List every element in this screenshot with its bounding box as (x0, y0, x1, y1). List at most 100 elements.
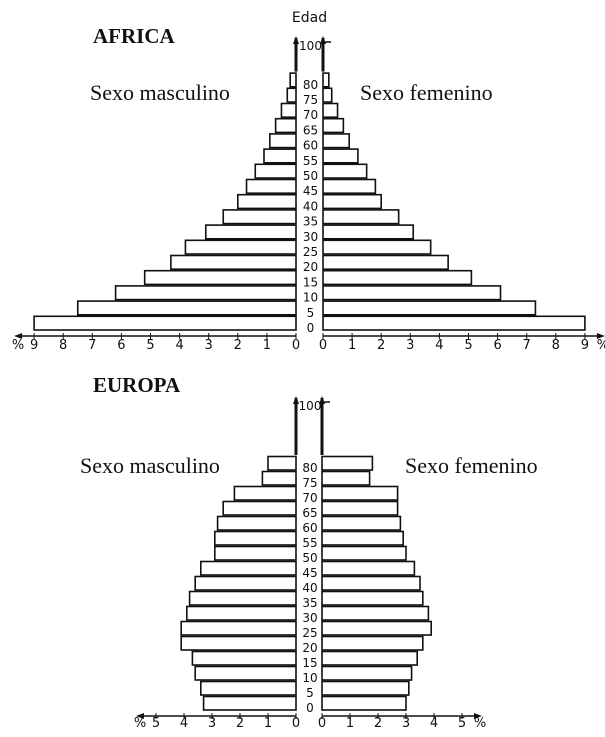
chart-1-tick-left-6: 6 (117, 338, 125, 353)
chart-1-male-bar-40-44 (237, 193, 297, 210)
chart-1-male-bar-65-69 (274, 117, 297, 134)
chart-1-left-label: Sexo masculino (90, 80, 230, 105)
chart-1-age-tick-55: 55 (303, 154, 318, 168)
chart-2-female-bar-25-29 (321, 620, 432, 636)
chart-1-age-tick-20: 20 (303, 260, 318, 274)
chart-2-tick-left-3: 3 (208, 716, 216, 731)
chart-1-female-bar-20-24 (322, 254, 449, 270)
chart-2-age-tick-20: 20 (302, 641, 317, 655)
chart-1-age-tick-65: 65 (303, 123, 318, 137)
chart-1-x-arrow-right (596, 333, 605, 339)
chart-1-male-bar-70-74 (280, 102, 297, 118)
chart-1-age-tick-40: 40 (303, 199, 318, 213)
chart-2-left-label: Sexo masculino (80, 453, 220, 478)
chart-2-tick-left-1: 1 (264, 716, 272, 731)
chart-2-male-bar-60-64 (216, 515, 297, 531)
chart-1-male-bar-80+ (289, 72, 297, 88)
chart-2-age-tick-35: 35 (302, 596, 317, 610)
chart-2-female-bar-60-64 (321, 515, 402, 531)
chart-1-tick-right-4: 4 (435, 338, 443, 353)
chart-1-age-tick-5: 5 (307, 306, 315, 320)
chart-2-female-bar-30-34 (321, 605, 430, 621)
chart-2-age-tick-10: 10 (302, 671, 317, 685)
chart-1-tick-left-7: 7 (88, 338, 96, 353)
chart-1-female-bar-55-59 (322, 148, 359, 164)
chart-2-male-bar-15-19 (191, 650, 297, 666)
chart-1-male-bar-10-14 (114, 285, 297, 301)
chart-2-female-bar-10-14 (321, 665, 413, 681)
chart-1-age-tick-50: 50 (303, 169, 318, 183)
chart-1-female-bar-15-19 (322, 269, 473, 286)
chart-2-female-bar-55-59 (321, 530, 404, 546)
chart-1-female-bar-35-39 (322, 209, 400, 225)
chart-2-age-tick-50: 50 (302, 551, 317, 565)
chart-1-tick-left-2: 2 (234, 338, 242, 353)
chart-1-tick-right-9: 9 (581, 338, 589, 353)
chart-2-female-bar-20-24 (321, 635, 424, 651)
chart-1-tick-right-7: 7 (523, 338, 531, 353)
chart-2-female-bar-15-19 (321, 650, 418, 666)
chart-2-male-bar-0-4 (202, 695, 297, 711)
chart-1-age-tick-15: 15 (303, 275, 318, 289)
chart-2-male-bar-65-69 (222, 500, 297, 516)
chart-1-female-bar-5-9 (322, 300, 537, 316)
chart-1-male-bar-30-34 (204, 224, 297, 240)
chart-2-age-tick-5: 5 (306, 686, 314, 700)
chart-1-age-tick-10: 10 (303, 291, 318, 305)
chart-2-tick-right-0: 0 (318, 716, 326, 731)
chart-1-tick-right-2: 2 (377, 338, 385, 353)
chart-1-male-bar-60-64 (269, 133, 297, 149)
chart-2-tick-left-5: 5 (152, 716, 160, 731)
chart-1-female-bar-75-79 (322, 87, 333, 103)
chart-2-tick-right-5: 5 (458, 716, 466, 731)
chart-2-female-bar-65-69 (321, 500, 399, 516)
chart-2-age-tick-25: 25 (302, 626, 317, 640)
chart-2-x-arrow-left (136, 713, 144, 719)
chart-2-male-bar-80+ (267, 455, 297, 471)
chart-2-age-tick-80: 80 (302, 461, 317, 475)
chart-2-male-bar-35-39 (188, 590, 297, 606)
chart-1-age-tick-30: 30 (303, 230, 318, 244)
chart-2-x-arrow-right (474, 713, 482, 719)
chart-1-age-tick-80: 80 (303, 78, 318, 92)
chart-1-age-tick-0: 0 (307, 321, 315, 335)
chart-2-age-tick-55: 55 (302, 536, 317, 550)
chart-1-male-bar-25-29 (184, 239, 297, 255)
chart-2-title: EUROPA (93, 373, 181, 397)
chart-2-age-tick-100: 100 (299, 399, 322, 413)
chart-1-tick-right-1: 1 (348, 338, 356, 353)
chart-2-female-bar-50-54 (321, 545, 407, 561)
chart-1-right-label: Sexo femenino (360, 80, 493, 105)
chart-2-age-tick-45: 45 (302, 566, 317, 580)
chart-1-female-bar-70-74 (322, 102, 339, 118)
chart-2-female-bar-0-4 (321, 695, 407, 711)
chart-2-male-bar-5-9 (200, 680, 297, 696)
chart-1-tick-right-0: 0 (319, 338, 327, 353)
chart-1-female-bar-80+ (322, 72, 330, 88)
chart-2-male-bar-40-44 (194, 575, 297, 591)
chart-2-age-tick-0: 0 (306, 701, 314, 715)
chart-1-tick-left-4: 4 (175, 338, 183, 353)
chart-1-male-bar-20-24 (170, 254, 297, 270)
chart-1-tick-left-5: 5 (146, 338, 154, 353)
chart-2-female-bar-5-9 (321, 680, 410, 696)
chart-1-male-bar-15-19 (143, 269, 297, 286)
chart-1-age-tick-60: 60 (303, 139, 318, 153)
chart-1-female-bar-0-4 (322, 315, 586, 331)
chart-2-male-bar-20-24 (180, 635, 297, 651)
chart-1-tick-left-1: 1 (263, 338, 271, 353)
chart-1-tick-right-3: 3 (406, 338, 414, 353)
chart-2-age-tick-30: 30 (302, 611, 317, 625)
chart-1-age-arrow-left (293, 36, 299, 44)
chart-2-tick-right-1: 1 (346, 716, 354, 731)
chart-1-female-bar-50-54 (322, 163, 368, 179)
chart-1-age-tick-25: 25 (303, 245, 318, 259)
chart-2-male-bar-10-14 (194, 665, 297, 681)
chart-2-male-bar-55-59 (214, 530, 297, 546)
chart-1-male-bar-5-9 (76, 300, 297, 316)
chart-2-right-label: Sexo femenino (405, 453, 538, 478)
chart-1-tick-left-9: 9 (30, 338, 38, 353)
chart-2-tick-right-4: 4 (430, 716, 438, 731)
chart-1-title: AFRICA (93, 24, 175, 48)
chart-1-male-bar-75-79 (286, 87, 297, 103)
